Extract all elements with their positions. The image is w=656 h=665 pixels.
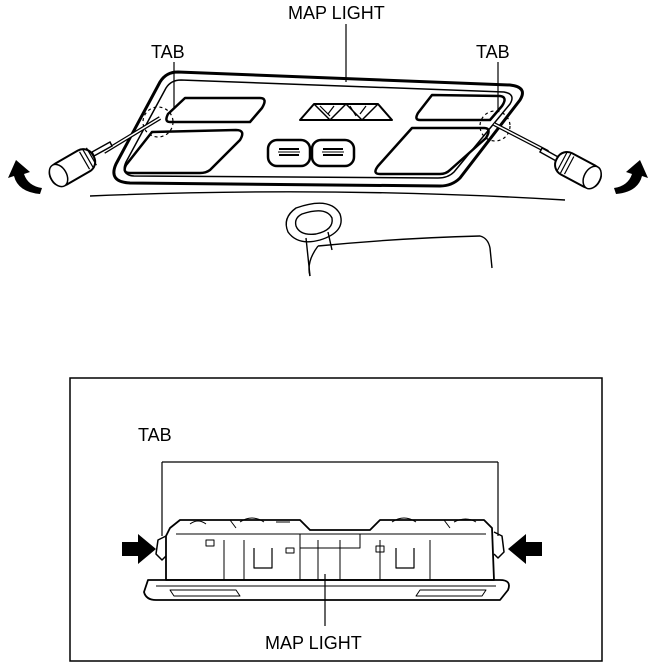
screwdriver-icon bbox=[46, 118, 160, 190]
top-leader-lines bbox=[174, 24, 498, 112]
rotation-arrow-icon bbox=[614, 160, 648, 194]
push-arrow-icon bbox=[122, 534, 156, 564]
rotation-arrow-icon bbox=[8, 160, 42, 194]
detail-leader-lines bbox=[162, 462, 498, 626]
detail-map-light-label: MAP LIGHT bbox=[265, 633, 362, 653]
rear-view-mirror bbox=[286, 203, 492, 276]
top-map-light-label: MAP LIGHT bbox=[288, 3, 385, 23]
detail-frame bbox=[70, 378, 602, 661]
right-tab-detail-circle bbox=[480, 111, 510, 141]
screwdriver-icon bbox=[494, 124, 605, 192]
map-light-side-view bbox=[144, 518, 509, 600]
top-right-tab-label: TAB bbox=[476, 42, 510, 62]
push-arrow-icon bbox=[508, 534, 542, 564]
headliner-line bbox=[90, 192, 565, 200]
detail-tab-label: TAB bbox=[138, 425, 172, 445]
top-left-tab-label: TAB bbox=[151, 42, 185, 62]
map-light-assembly bbox=[114, 72, 523, 186]
left-tab-detail-circle bbox=[143, 107, 173, 137]
